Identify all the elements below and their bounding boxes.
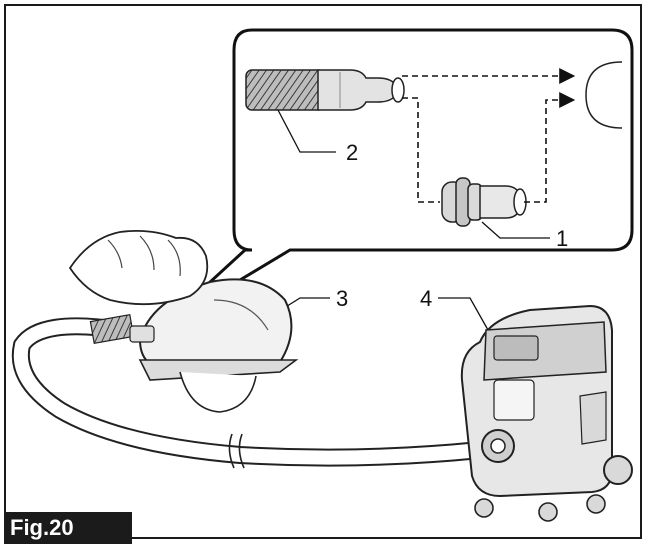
callout-2: 2 (346, 140, 358, 165)
long-hose (11, 313, 489, 469)
hose-adapter (441, 177, 527, 227)
callout-1: 1 (556, 226, 568, 251)
circular-saw (129, 278, 299, 413)
callout-4: 4 (420, 286, 432, 311)
cleaner-port (585, 61, 623, 129)
dust-extractor (460, 304, 633, 522)
connection-lines (402, 68, 576, 203)
figure-label: Fig.20 (4, 512, 132, 544)
operator-hand (68, 229, 209, 306)
callout-3: 3 (336, 286, 348, 311)
hose-segment (245, 69, 405, 111)
